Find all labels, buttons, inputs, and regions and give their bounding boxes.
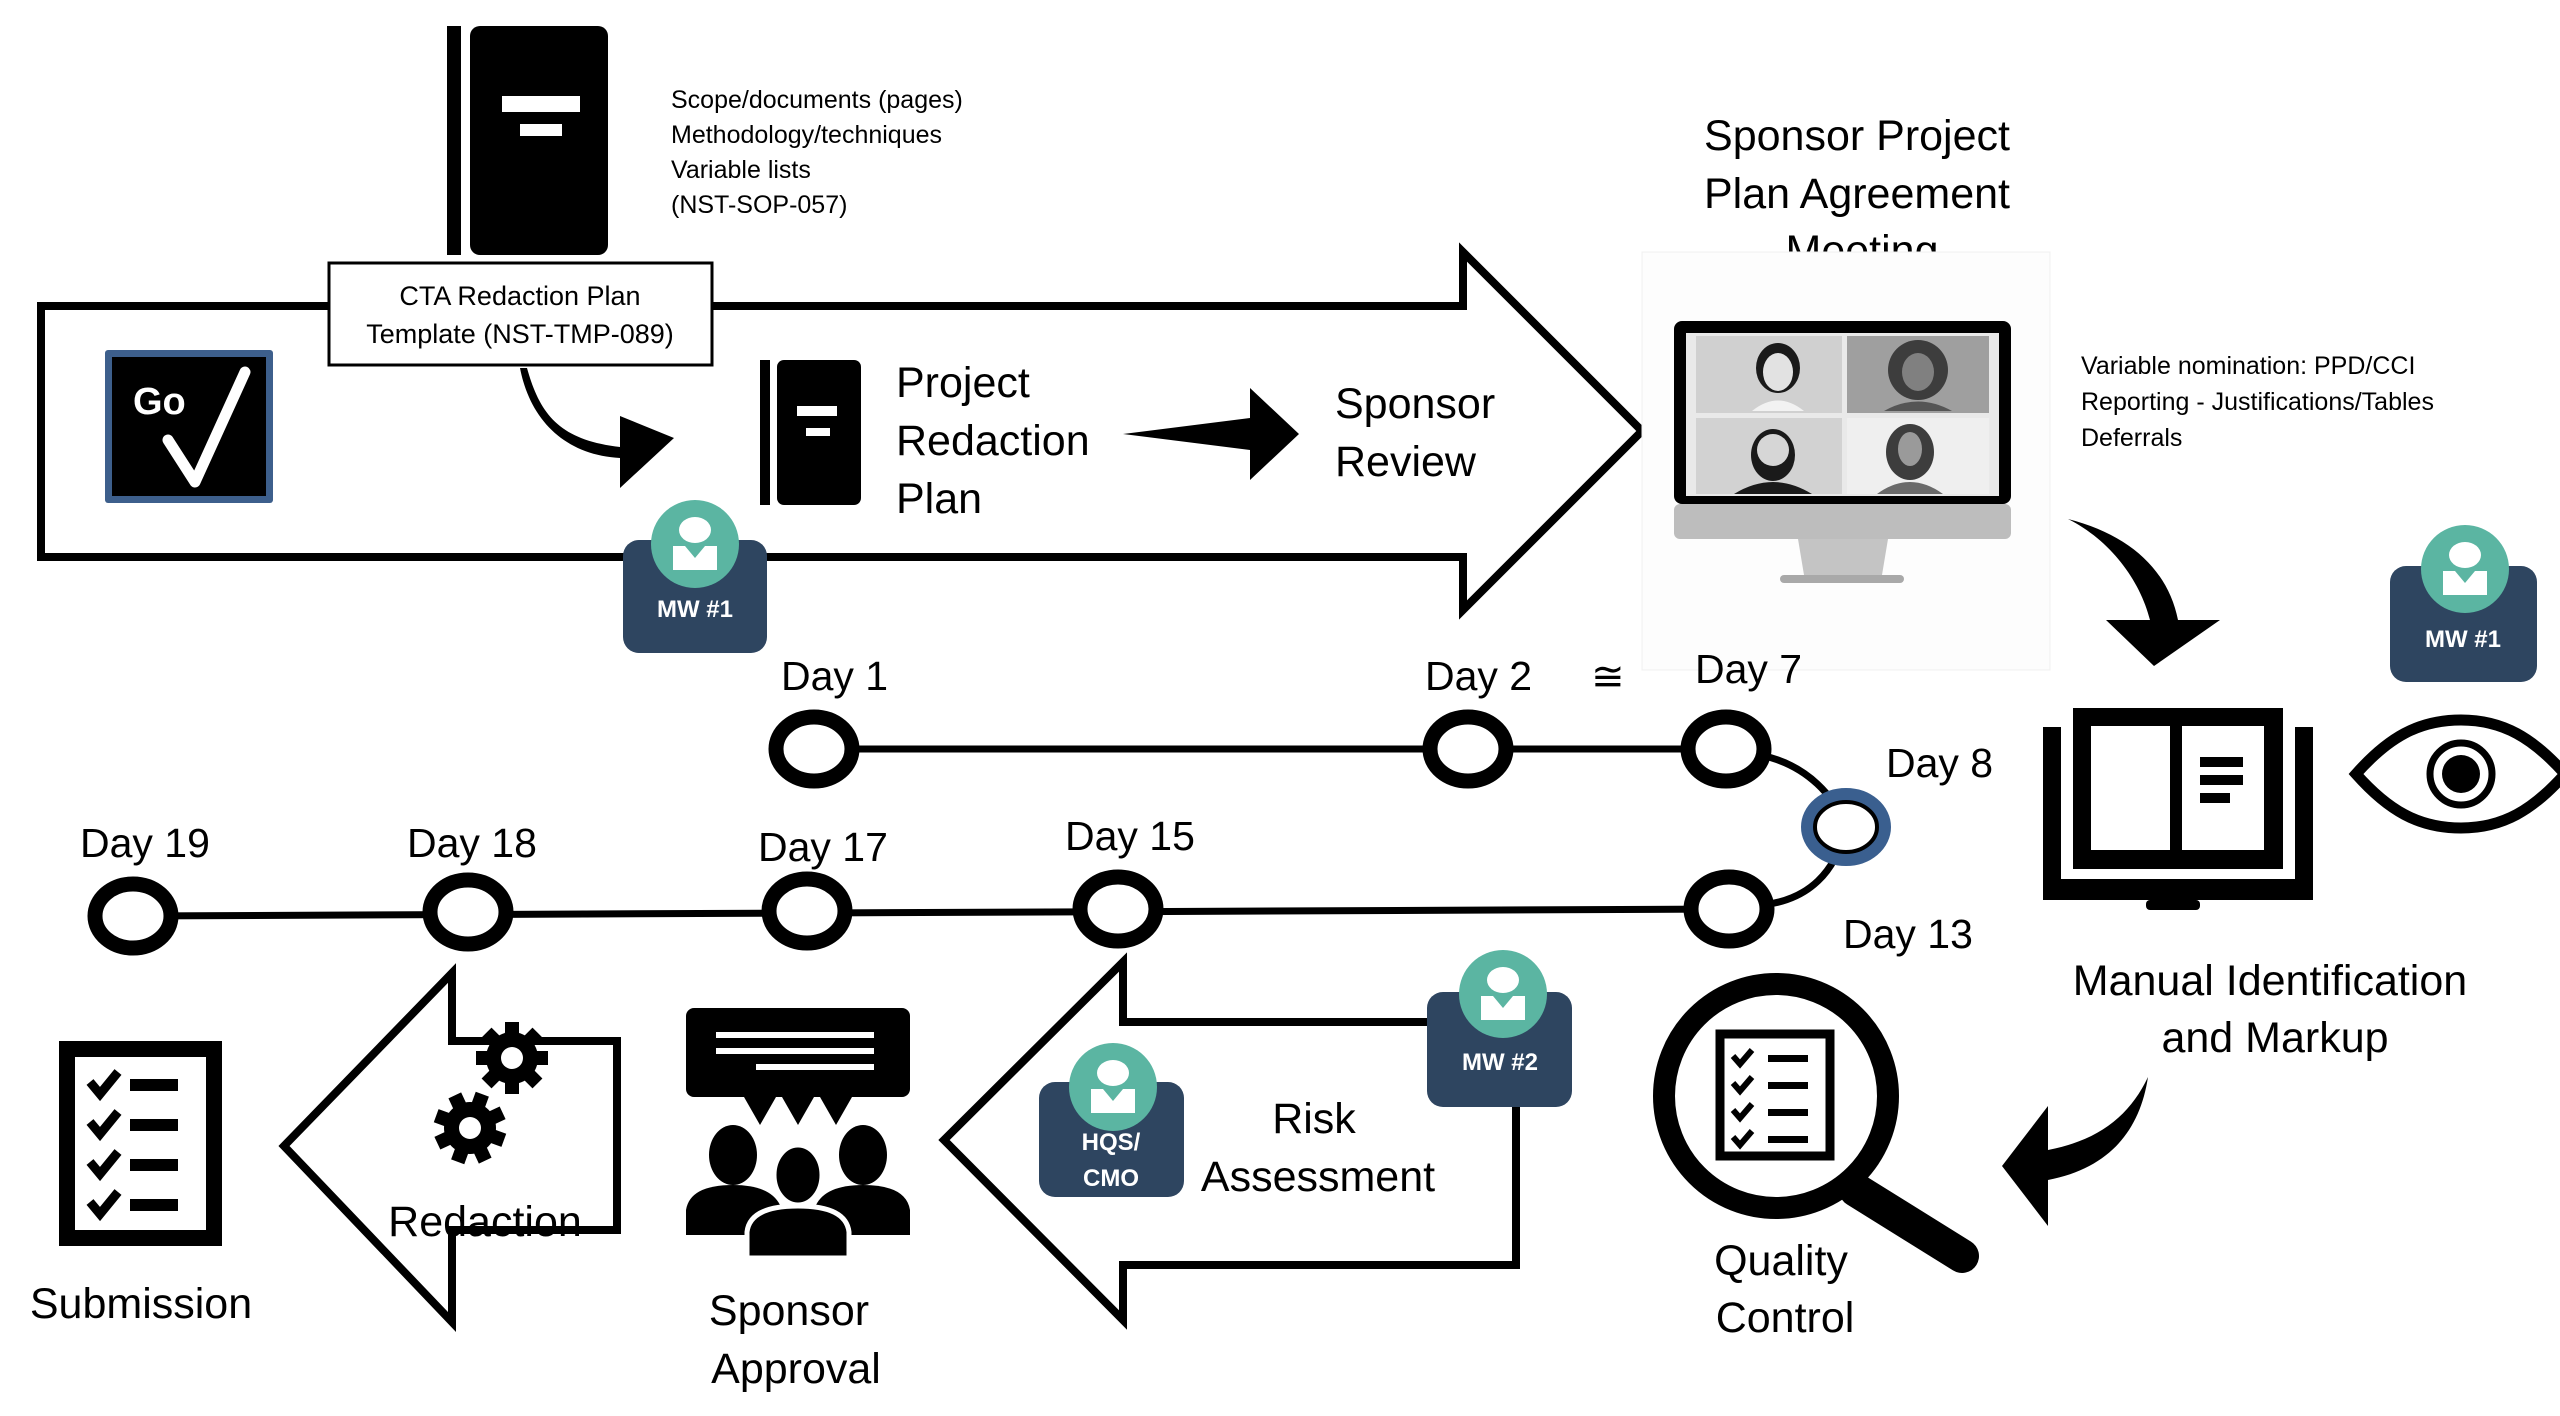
curved-arrow-icon: [2002, 1077, 2148, 1226]
badge-label: MW #1: [2425, 626, 2501, 653]
note-line: Deferrals: [2081, 424, 2182, 452]
step-line: Risk: [1272, 1095, 1356, 1143]
day-label: Day 19: [80, 820, 210, 866]
timeline-node: [1680, 709, 1772, 789]
meeting-title: Sponsor Project Plan Agreement Meeting: [1704, 112, 2010, 275]
meeting-title-line: Plan Agreement: [1704, 170, 2010, 218]
badge-label: MW #1: [657, 596, 733, 623]
person-icon: [1069, 1043, 1157, 1131]
step-line: and Markup: [2161, 1014, 2388, 1062]
mw1-top-badge: MW #1: [623, 500, 767, 653]
template-notes: Scope/documents (pages) Methodology/tech…: [671, 86, 963, 219]
template-document-icon: [447, 26, 608, 255]
step-line: Project: [896, 359, 1030, 407]
step-line: Approval: [711, 1345, 881, 1393]
redaction-label: Redaction: [388, 1198, 582, 1246]
note-line: Reporting - Justifications/Tables: [2081, 388, 2434, 416]
curved-arrow-icon: [2068, 519, 2220, 666]
note-line: Variable nomination: PPD/CCI: [2081, 352, 2415, 380]
quality-label: Quality Control: [1714, 1237, 1854, 1342]
group-discussion-icon: [686, 1008, 910, 1261]
approval-label: Sponsor Approval: [709, 1287, 881, 1393]
badge-label: CMO: [1083, 1165, 1139, 1192]
video-call-monitor-icon: [1641, 251, 2051, 671]
approx-symbol: ≅: [1591, 655, 1625, 699]
day-label: Day 17: [758, 824, 888, 870]
arrow-right-icon: [1123, 388, 1299, 480]
checklist-icon: [59, 1041, 222, 1246]
badge-label: HQS/: [1082, 1129, 1141, 1156]
note-line: (NST-SOP-057): [671, 191, 847, 219]
risk-assessment-arrow: [938, 952, 1520, 1330]
timeline-node: [768, 709, 860, 789]
timeline-node: [1683, 869, 1775, 949]
markup-label: Manual Identification and Markup: [2073, 957, 2467, 1062]
step-line: Assessment: [1201, 1153, 1435, 1201]
go-label: Go: [133, 381, 186, 423]
mw1-right-badge: MW #1: [2390, 525, 2537, 682]
open-book-icon: [2043, 708, 2313, 910]
meeting-title-line: Sponsor Project: [1704, 112, 2010, 160]
submission-label: Submission: [30, 1280, 252, 1328]
go-start-box: Go: [105, 350, 273, 503]
step-line: Sponsor: [709, 1287, 869, 1335]
timeline-node: [87, 876, 179, 956]
timeline-node-highlighted: [1801, 788, 1891, 866]
step-line: Review: [1335, 438, 1477, 486]
redaction-arrow: [278, 963, 621, 1332]
timeline-node-inner-ring: [1813, 800, 1879, 854]
day-label: Day 7: [1695, 646, 1802, 692]
person-icon: [651, 500, 739, 588]
mw2-badge: MW #2: [1427, 950, 1572, 1107]
person-icon: [1459, 950, 1547, 1038]
day-label: Day 2: [1425, 653, 1532, 699]
badge-label: MW #2: [1462, 1049, 1538, 1076]
timeline-node: [761, 871, 853, 951]
project-plan-document-icon: [760, 360, 861, 505]
step-line: Redaction: [896, 417, 1090, 465]
curved-arrow-icon: [520, 368, 674, 488]
timeline: Day 1 Day 2 ≅ Day 7 Day 8 Day 13 Day 15 …: [80, 646, 1993, 957]
gears-icon: [433, 1022, 548, 1165]
cta-template-line: Template (NST-TMP-089): [366, 319, 674, 349]
checkmark-icon: [162, 366, 251, 488]
magnifier-checklist-icon: [1653, 973, 1979, 1273]
hqs-cmo-badge: HQS/ CMO: [1039, 1043, 1184, 1197]
step-line: Sponsor: [1335, 380, 1495, 428]
eye-icon: [2348, 714, 2560, 834]
step-line: Manual Identification: [2073, 957, 2467, 1005]
timeline-node: [1422, 709, 1514, 789]
note-line: Methodology/techniques: [671, 121, 942, 149]
timeline-node: [1072, 869, 1164, 949]
project-plan-label: Project Redaction Plan: [896, 359, 1090, 523]
step-line: Control: [1716, 1294, 1855, 1342]
cta-template-box: CTA Redaction Plan Template (NST-TMP-089…: [327, 261, 714, 367]
sponsor-review-label: Sponsor Review: [1335, 380, 1495, 486]
day-label: Day 13: [1843, 911, 1973, 957]
cta-template-line: CTA Redaction Plan: [399, 281, 640, 311]
meeting-notes: Variable nomination: PPD/CCI Reporting -…: [2081, 352, 2434, 452]
timeline-node: [422, 872, 514, 952]
note-line: Variable lists: [671, 156, 811, 184]
step-line: Quality: [1714, 1237, 1848, 1285]
risk-label: Risk Assessment: [1201, 1095, 1435, 1201]
person-icon: [2421, 525, 2509, 613]
day-label: Day 8: [1886, 740, 1993, 786]
day-label: Day 15: [1065, 813, 1195, 859]
step-line: Plan: [896, 475, 982, 523]
day-label: Day 18: [407, 820, 537, 866]
note-line: Scope/documents (pages): [671, 86, 963, 114]
day-label: Day 1: [781, 653, 888, 699]
